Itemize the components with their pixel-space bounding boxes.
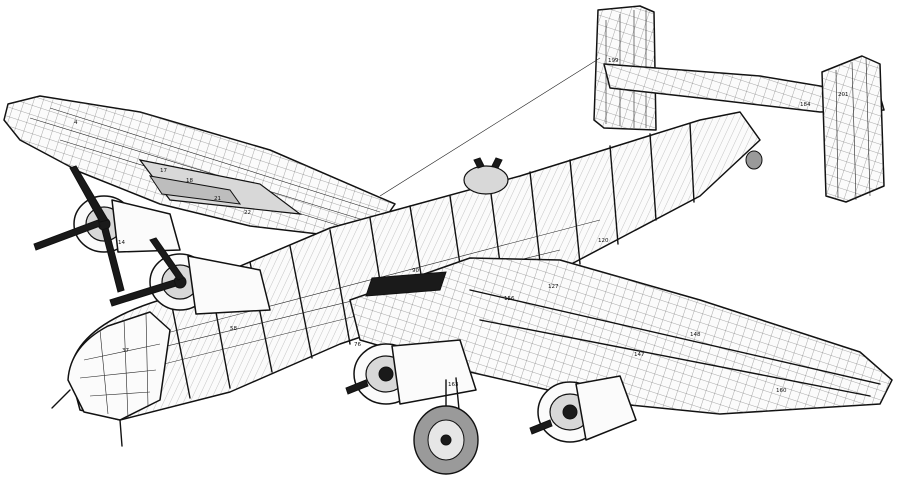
callout-label: 163: [448, 382, 459, 388]
antenna-wire: [379, 57, 601, 197]
tail-wheel: [745, 150, 763, 170]
engine-right-inner: [345, 339, 477, 405]
callout-label: 76: [354, 342, 361, 348]
main-landing-gear: [413, 377, 479, 475]
callout-label: 127: [548, 284, 559, 290]
propeller-left-inner: [109, 237, 185, 307]
tail-fin-right: [821, 55, 885, 203]
engine-left-inner: [149, 253, 271, 315]
callout-label: 148: [690, 332, 701, 338]
callout-label: 199: [608, 58, 619, 64]
callout-label: 156: [504, 296, 515, 302]
callout-label: 21: [214, 196, 221, 202]
propeller-left-outer: [33, 165, 125, 293]
callout-label: 58: [230, 326, 237, 332]
callout-label: 37: [122, 348, 129, 354]
callout-label: 17: [160, 168, 167, 174]
callout-label: 14: [118, 240, 125, 246]
left-wing: [3, 95, 396, 241]
callout-label: 184: [800, 102, 811, 108]
engine-right-outer: [529, 375, 637, 443]
right-wing: [349, 257, 893, 415]
glazed-nose: [51, 311, 171, 447]
callout-label: 120: [598, 238, 609, 244]
callout-labels: 4 17 18 22 21 90 120 127 156 147 160 163…: [74, 58, 849, 394]
callout-label: 160: [776, 388, 787, 394]
callout-label: 4: [74, 120, 78, 126]
callout-label: 22: [244, 210, 251, 216]
callout-label: 90: [412, 268, 419, 274]
callout-label: 18: [186, 178, 193, 184]
callout-label: 147: [634, 352, 645, 358]
callout-label: 201: [838, 92, 849, 98]
